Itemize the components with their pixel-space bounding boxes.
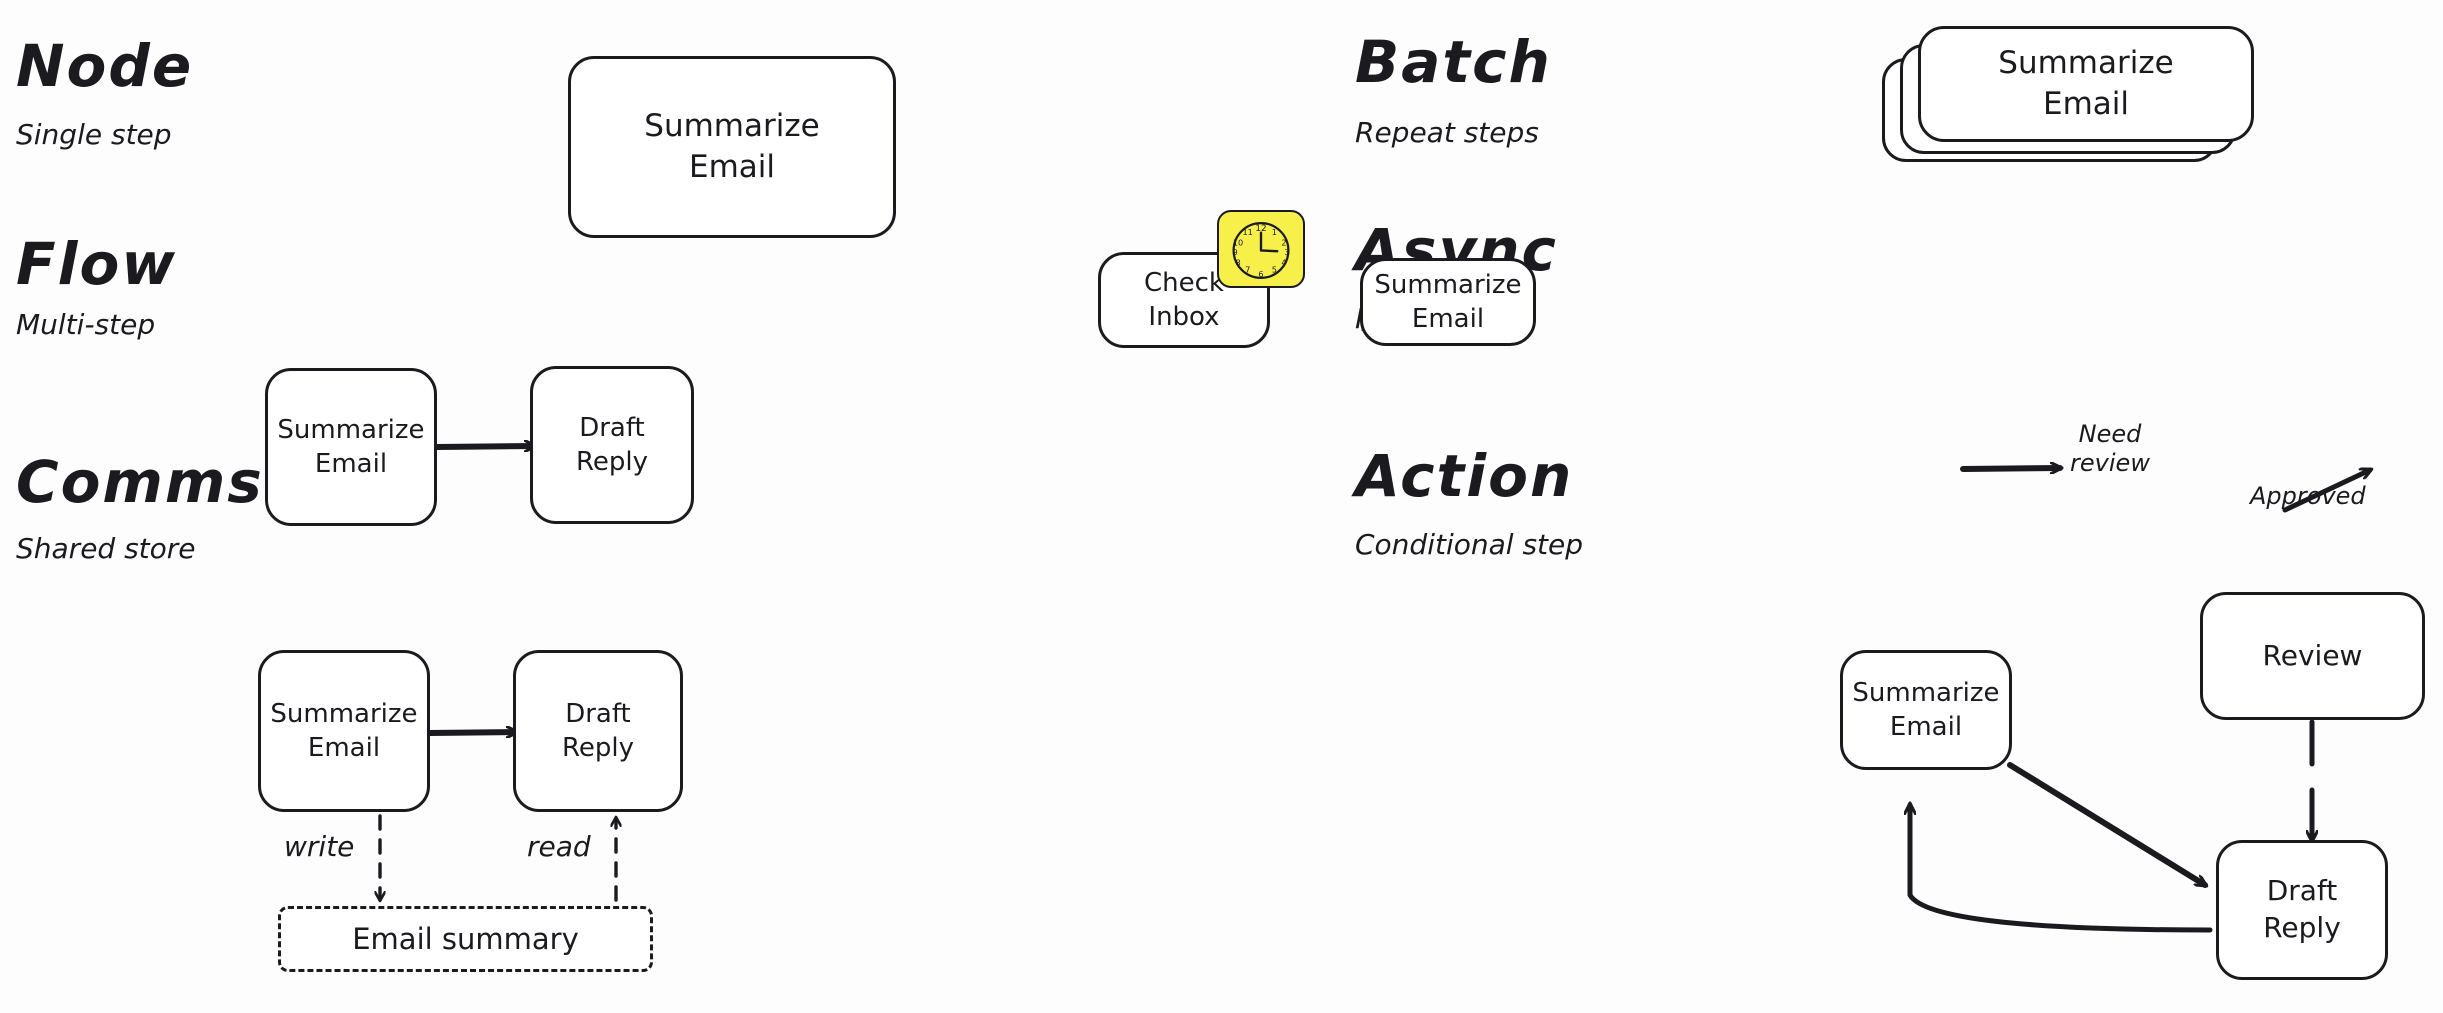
svg-text:3: 3 <box>1284 247 1289 257</box>
edge-label-need-review: Need review <box>2070 420 2150 477</box>
async-summarize-email[interactable]: Summarize Email <box>1360 258 1536 346</box>
batch-summarize-email[interactable]: Summarize Email <box>1918 26 2254 142</box>
edge-label-approved: Approved <box>2250 482 2366 510</box>
svg-text:4: 4 <box>1281 257 1286 267</box>
svg-text:10: 10 <box>1233 237 1243 247</box>
svg-text:8: 8 <box>1235 257 1240 267</box>
svg-text:7: 7 <box>1245 265 1250 275</box>
node-label: Summarize Email <box>270 698 418 763</box>
svg-text:6: 6 <box>1258 269 1263 279</box>
action-summarize-email[interactable]: Summarize Email <box>1840 650 2012 770</box>
action-draft-reply[interactable]: Draft Reply <box>2216 840 2388 980</box>
edge-action-summarize-to-draft <box>2007 762 2205 888</box>
section-title-comms: Comms <box>16 448 264 516</box>
section-title-flow: Flow <box>16 230 177 298</box>
flow-summarize-email[interactable]: Summarize Email <box>265 368 437 526</box>
section-subtitle-comms: Shared store <box>16 532 196 565</box>
svg-text:1: 1 <box>1272 227 1277 237</box>
edge-flow-summarize-to-draft <box>434 446 534 447</box>
node-label: Review <box>2262 638 2363 672</box>
store-label: Email summary <box>352 922 579 956</box>
node-label: Draft Reply <box>575 412 648 477</box>
edge-comms-summarize-to-draft <box>427 732 516 733</box>
node-label: Draft Reply <box>2263 874 2341 944</box>
section-subtitle-batch: Repeat steps <box>1355 116 1539 149</box>
section-subtitle-flow: Multi-step <box>16 308 156 341</box>
comms-summarize-email[interactable]: Summarize Email <box>258 650 430 812</box>
comms-shared-store[interactable]: Email summary <box>278 906 653 972</box>
node-label: Summarize Email <box>1852 677 2000 742</box>
edge-action-draft-to-summarize <box>1910 805 2213 933</box>
node-label: Summarize Email <box>277 414 425 479</box>
svg-text:11: 11 <box>1243 227 1253 237</box>
node-label: Draft Reply <box>561 698 634 763</box>
comms-draft-reply[interactable]: Draft Reply <box>513 650 683 812</box>
node-label: Summarize Email <box>1374 269 1522 334</box>
edge-label-read: read <box>527 830 591 863</box>
svg-text:12: 12 <box>1255 224 1266 234</box>
svg-text:9: 9 <box>1233 247 1238 257</box>
node-summarize-email[interactable]: Summarize Email <box>568 56 896 238</box>
action-review[interactable]: Review <box>2200 592 2425 720</box>
node-label: Check Inbox <box>1144 267 1224 332</box>
flow-draft-reply[interactable]: Draft Reply <box>530 366 694 524</box>
svg-text:5: 5 <box>1272 265 1277 275</box>
node-label: Summarize Email <box>644 108 820 185</box>
node-label: Summarize Email <box>1998 45 2174 122</box>
edge-label-write: write <box>284 830 355 863</box>
svg-text:2: 2 <box>1281 237 1286 247</box>
section-subtitle-node: Single step <box>16 118 172 151</box>
section-subtitle-action: Conditional step <box>1355 528 1584 561</box>
section-title-node: Node <box>16 32 194 100</box>
async-check-inbox[interactable]: Check Inbox <box>1098 252 1270 348</box>
section-title-action: Action <box>1355 442 1574 510</box>
clock-icon: 12 1 2 3 4 5 6 7 8 9 10 11 <box>1217 210 1305 288</box>
section-title-batch: Batch <box>1355 28 1552 96</box>
